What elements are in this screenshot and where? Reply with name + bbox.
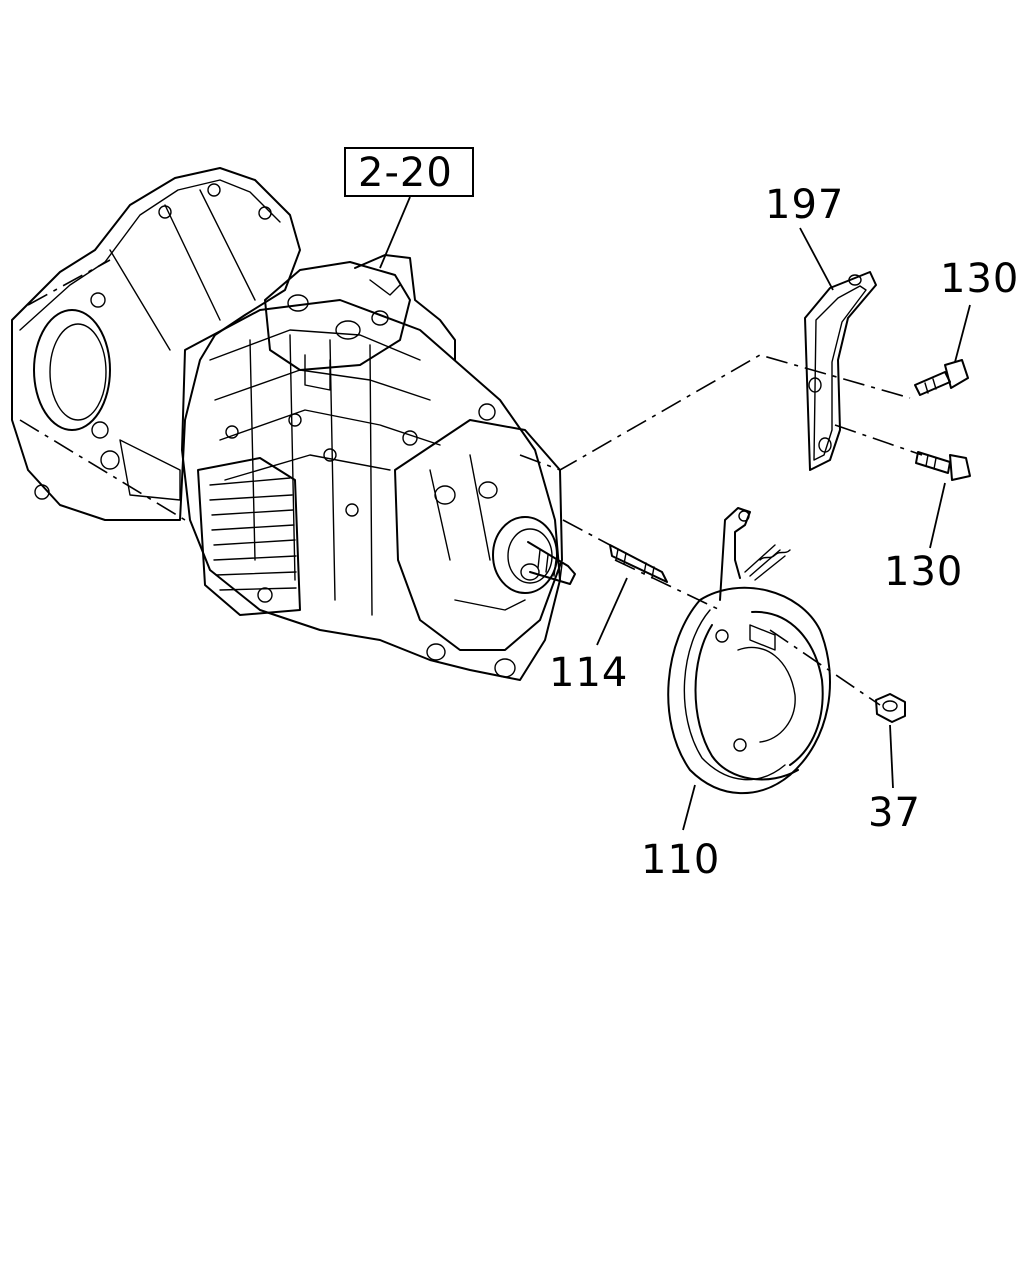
callout-197: 197: [765, 182, 844, 228]
callout-110: 110: [641, 837, 720, 883]
callout-130-bottom: 130: [884, 549, 963, 595]
transmission-assembly: [11, 167, 576, 681]
bracket-197: [804, 271, 877, 471]
callout-2-20: 2-20: [358, 150, 453, 196]
centerlines: [19, 259, 923, 706]
callout-37: 37: [868, 790, 921, 836]
nut-37: [875, 693, 906, 723]
leader-lines: [379, 196, 971, 831]
callout-box-2-20: [344, 147, 474, 197]
callout-114: 114: [549, 650, 628, 696]
bolt-130-top: [914, 359, 969, 396]
brake-assembly-110: [667, 507, 831, 795]
stud-114: [609, 544, 668, 583]
bolt-130-bottom: [915, 451, 971, 481]
callout-130-top: 130: [940, 256, 1019, 302]
